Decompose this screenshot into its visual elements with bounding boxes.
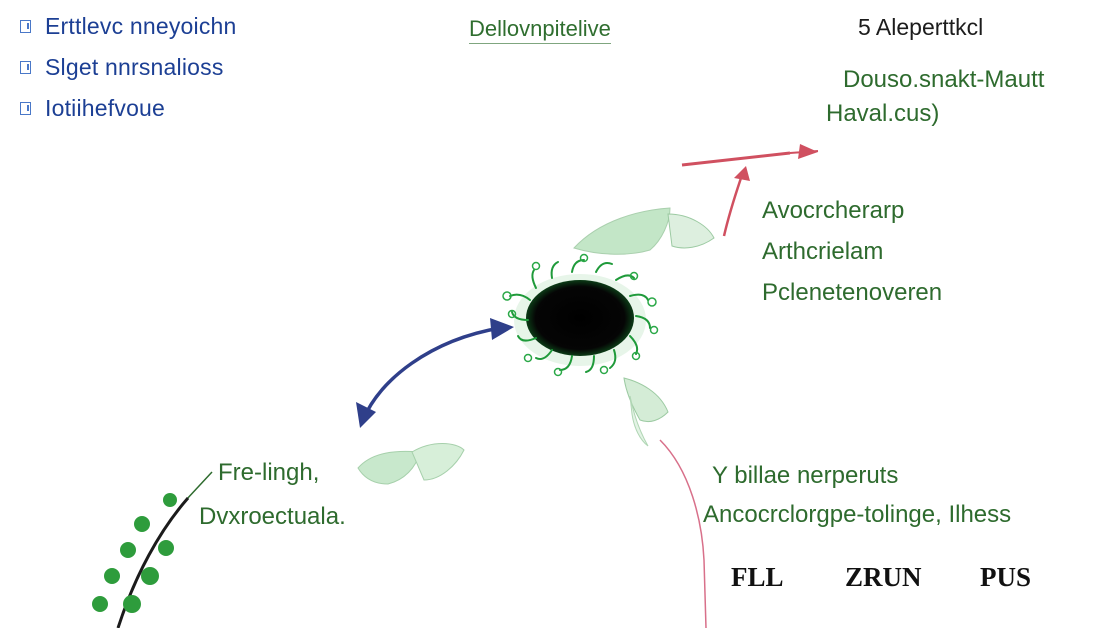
legend-item[interactable]: Erttlevc nneyoichn	[20, 6, 237, 47]
checkbox-icon[interactable]	[20, 61, 31, 74]
bottom-right-line2: Ancocrclorgpe-tolinge, Ilhess	[703, 501, 1012, 528]
leaf-left	[357, 443, 465, 485]
bottom-word-3: PUS	[980, 562, 1032, 592]
bottom-word-1: FLL	[731, 562, 784, 592]
top-right-line1: Douso.snakt-Mautt	[843, 66, 1045, 93]
leaf-lower-center	[623, 377, 669, 447]
red-line	[659, 439, 707, 628]
diagram-title: Dellovnpitelive	[469, 16, 611, 44]
top-right-heading: 5 Aleperttkcl	[858, 14, 984, 40]
leaf-upper	[573, 207, 715, 255]
legend-label: Iotiihefvoue	[45, 95, 166, 121]
legend-item[interactable]: Iotiihefvoue	[20, 88, 237, 129]
top-right-line2: Haval.cus)	[826, 100, 940, 127]
red-arrow	[681, 144, 819, 237]
right-label-2: Arthcrielam	[762, 238, 884, 265]
left-label-2: Dvxroectuala.	[199, 503, 346, 530]
right-label-1: Avocrcherarp	[762, 197, 905, 224]
checkbox-icon[interactable]	[20, 102, 31, 115]
left-label-1: Fre-lingh,	[218, 459, 320, 486]
legend: Erttlevc nneyoichn Slget nnrsnalioss Iot…	[20, 6, 237, 129]
checkbox-icon[interactable]	[20, 20, 31, 33]
bottom-right-line1: Y billae nerperuts	[712, 462, 899, 489]
blue-arrow	[356, 318, 514, 428]
right-label-3: Pclenetenoveren	[762, 279, 943, 306]
plant-stem	[92, 493, 190, 628]
legend-label: Slget nnrsnalioss	[45, 54, 224, 80]
legend-label: Erttlevc nneyoichn	[45, 13, 237, 39]
central-cell	[502, 253, 659, 377]
label-pointer	[185, 471, 213, 501]
legend-item[interactable]: Slget nnrsnalioss	[20, 47, 237, 88]
bottom-word-2: ZRUN	[845, 562, 922, 592]
